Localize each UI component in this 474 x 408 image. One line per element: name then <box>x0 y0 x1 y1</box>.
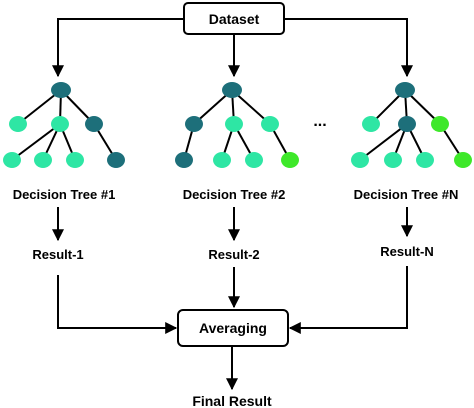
result-n-to-averaging-arrow <box>288 266 408 334</box>
dataset-label: Dataset <box>209 11 260 27</box>
more-trees-ellipsis: ... <box>313 113 326 130</box>
tree-node <box>185 116 203 132</box>
decision-tree-2 <box>175 82 299 168</box>
tree-1-label: Decision Tree #1 <box>13 187 116 202</box>
dataset-to-tree-1-arrow <box>52 18 184 78</box>
tree-edge <box>11 123 61 161</box>
tree-node <box>225 116 243 132</box>
tree-node <box>175 152 193 168</box>
result-n-label: Result-N <box>380 244 433 259</box>
tree-node <box>261 116 279 132</box>
result-1-to-averaging-arrow <box>57 275 178 334</box>
tree-node <box>51 116 69 132</box>
averaging-label: Averaging <box>199 320 267 336</box>
tree-node <box>85 116 103 132</box>
result-2-label: Result-2 <box>208 247 259 262</box>
tree-node <box>351 152 369 168</box>
tree-node <box>222 82 242 98</box>
tree-edge <box>17 89 62 125</box>
result-1-label: Result-1 <box>32 247 83 262</box>
dataset-box: Dataset <box>183 2 285 35</box>
tree-node <box>3 152 21 168</box>
tree-to-result-arrows <box>52 207 413 242</box>
tree-node <box>431 116 449 132</box>
decision-tree-n <box>351 82 472 168</box>
tree-node <box>245 152 263 168</box>
tree-node <box>395 82 415 98</box>
tree-2-label: Decision Tree #2 <box>183 187 286 202</box>
tree-node <box>107 152 125 168</box>
tree-n-label: Decision Tree #N <box>354 187 459 202</box>
dataset-distribution-arrows <box>52 18 413 78</box>
averaging-box: Averaging <box>177 309 289 347</box>
tree-node <box>51 82 71 98</box>
final-result-label: Final Result <box>192 393 272 408</box>
tree-node <box>213 152 231 168</box>
tree-node <box>384 152 402 168</box>
decision-tree-1 <box>3 82 125 168</box>
tree-node <box>281 152 299 168</box>
tree-node <box>454 152 472 168</box>
tree-node <box>416 152 434 168</box>
tree-node <box>398 116 416 132</box>
result-to-averaging-arrows <box>57 266 408 334</box>
tree-node <box>34 152 52 168</box>
tree-node <box>66 152 84 168</box>
tree-node <box>9 116 27 132</box>
trees-layer <box>3 82 472 168</box>
tree-node <box>362 116 380 132</box>
dataset-to-tree-n-arrow <box>284 18 413 78</box>
tree-edge <box>359 123 408 161</box>
